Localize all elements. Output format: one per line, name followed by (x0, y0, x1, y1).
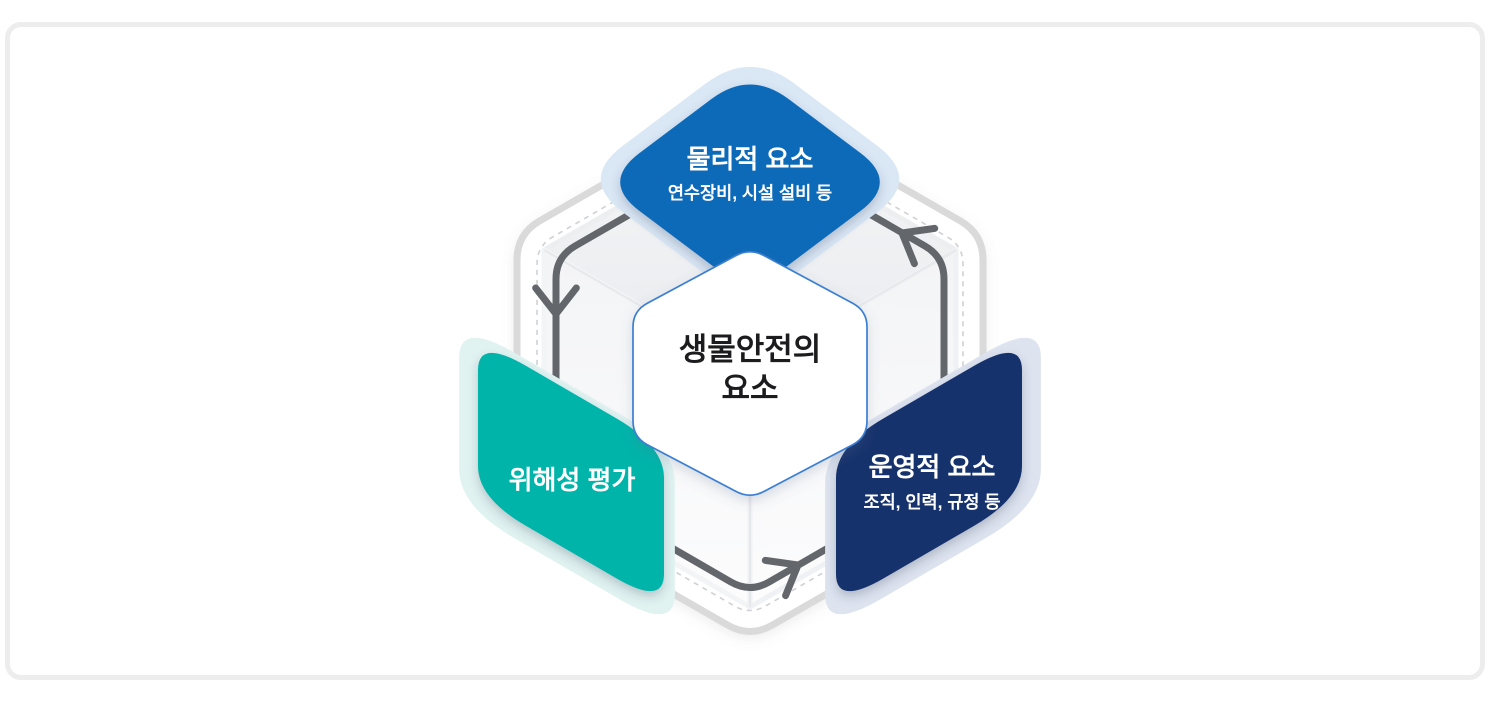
physical-node-title: 물리적 요소 (687, 144, 814, 174)
operational-node-title: 운영적 요소 (869, 452, 996, 482)
risk-assessment-node-title: 위해성 평가 (509, 465, 636, 495)
arrowhead-down-icon (532, 284, 580, 318)
cycle-arrows (532, 147, 948, 600)
risk-assessment-node: 위해성 평가 (478, 352, 664, 592)
arrowhead-upleft-icon (898, 224, 939, 268)
arrowhead-upright-icon (761, 556, 802, 600)
center-hexagon: 생물안전의 요소 (632, 250, 868, 497)
physical-node-shape (620, 84, 880, 280)
center-title-line1: 생물안전의 (679, 332, 822, 367)
center-hexagon-label: 생물안전의 요소 (679, 332, 822, 406)
center-hexagon-shape (632, 250, 868, 497)
operational-node: 운영적 요소 조직, 인력, 규정 등 (836, 352, 1022, 592)
physical-node: 물리적 요소 연수장비, 시설 설비 등 (620, 84, 880, 280)
operational-node-subtitle: 조직, 인력, 규정 등 (863, 492, 1000, 512)
physical-node-subtitle: 연수장비, 시설 설비 등 (668, 183, 832, 203)
risk-assessment-node-shape (478, 352, 664, 592)
dashed-hexagon-outline (536, 126, 964, 612)
cycle-arrow-path (552, 147, 948, 591)
operational-node-shape (836, 352, 1022, 592)
center-title-line2: 요소 (721, 371, 778, 406)
